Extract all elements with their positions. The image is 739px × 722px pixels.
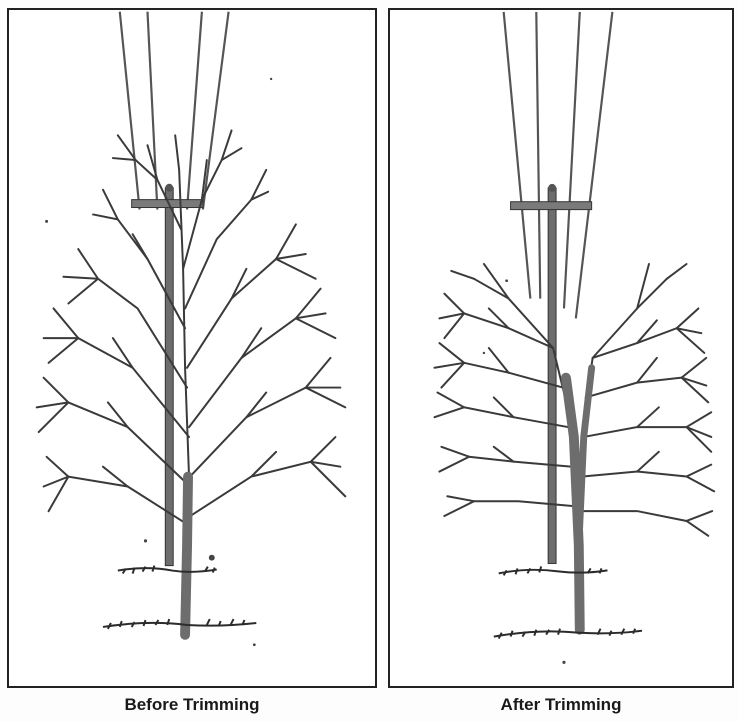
before-trimming-caption: Before Trimming [7,692,377,718]
power-lines [504,12,613,318]
after-trimming-caption: After Trimming [388,692,734,718]
before-trimming-panel [7,8,377,688]
tree-trunk [185,477,188,635]
after-trimming-illustration [390,10,732,686]
after-trimming-panel [388,8,734,688]
before-trimming-illustration [9,10,375,686]
ground [103,566,256,629]
ground [494,566,642,638]
